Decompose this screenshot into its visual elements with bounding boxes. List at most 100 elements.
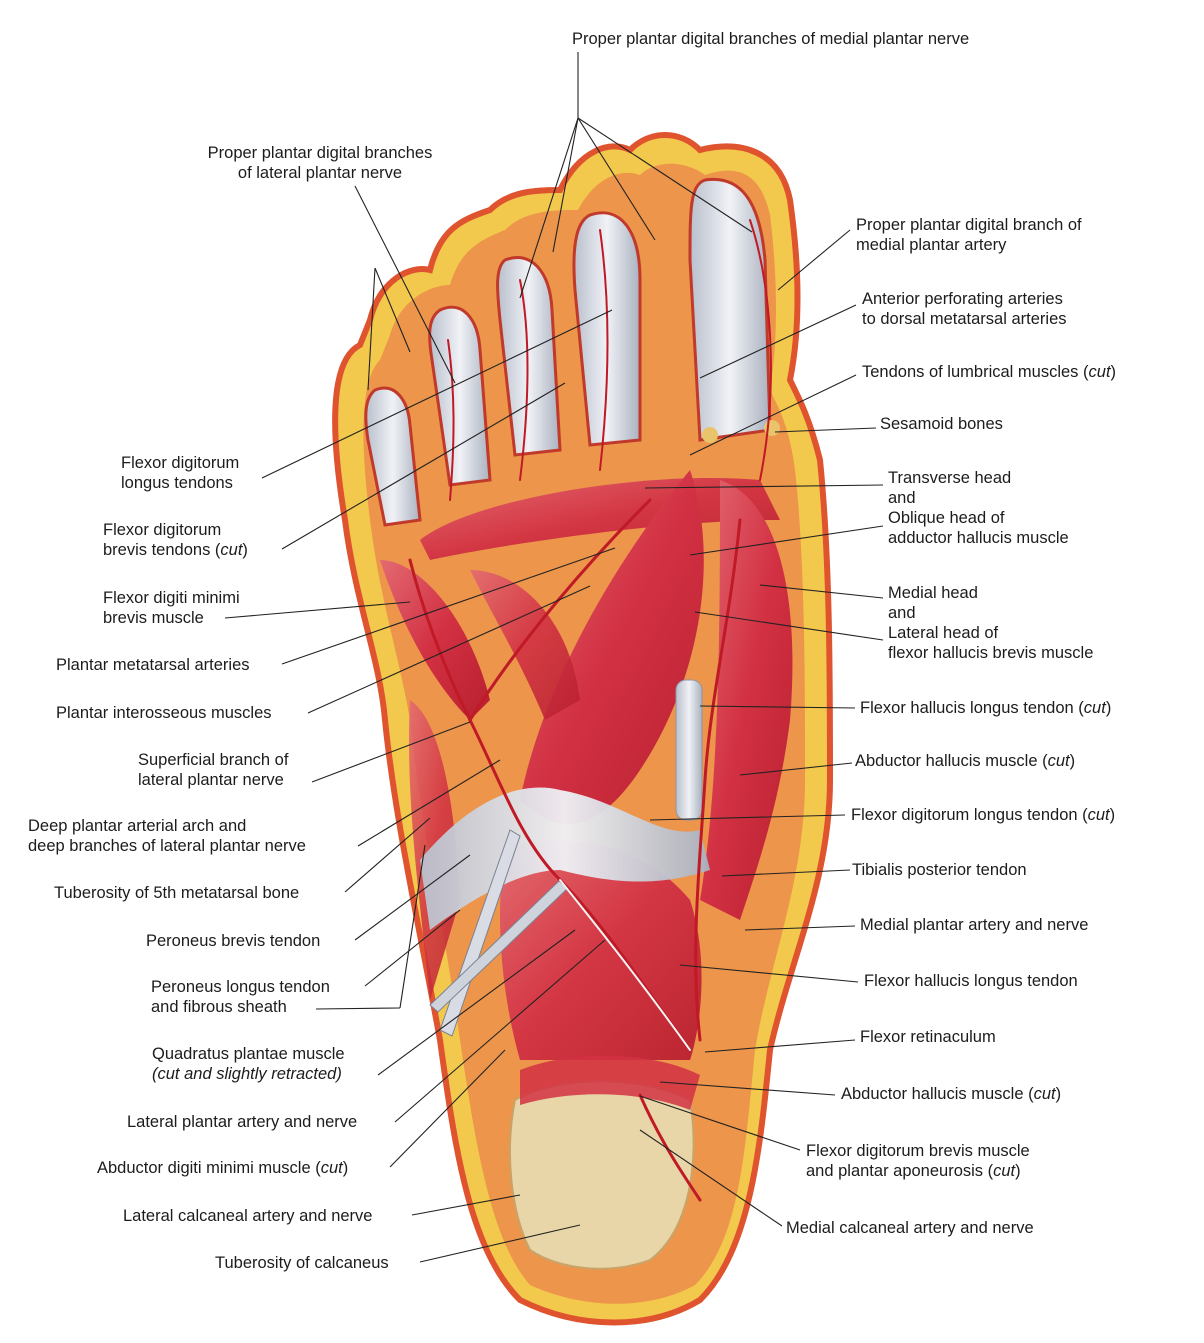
- label-line: Quadratus plantae muscle: [152, 1045, 345, 1063]
- label-line: Superficial branch of: [138, 751, 289, 769]
- label-proper-plantar-digital-lateral-nerve: Proper plantar digital branches of later…: [185, 143, 455, 183]
- label-line: Proper plantar digital branches of media…: [572, 30, 970, 48]
- label-line: to dorsal metatarsal arteries: [862, 310, 1067, 328]
- leader-lines: [224, 52, 884, 1263]
- label-text: ): [342, 1159, 349, 1177]
- label-medial-calcaneal: Medial calcaneal artery and nerve: [786, 1218, 1034, 1238]
- label-line: brevis muscle: [103, 609, 204, 627]
- label-adductor-hallucis: Transverse head and Oblique head of addu…: [888, 468, 1069, 548]
- label-line: Plantar interosseous muscles: [56, 704, 272, 722]
- label-peroneus-longus: Peroneus longus tendon and fibrous sheat…: [151, 977, 330, 1017]
- label-line: Sesamoid bones: [880, 415, 1003, 433]
- label-line: and: [888, 489, 916, 507]
- label-line: flexor hallucis brevis muscle: [888, 644, 1094, 662]
- label-line: Peroneus brevis tendon: [146, 932, 321, 950]
- label-line: Proper plantar digital branch of: [856, 216, 1082, 234]
- label-line: Lateral plantar artery and nerve: [127, 1113, 358, 1131]
- label-text: ): [1110, 363, 1117, 381]
- label-text: Abductor hallucis muscle (: [855, 752, 1048, 770]
- label-text: ): [1055, 1085, 1062, 1103]
- label-line: Peroneus longus tendon: [151, 978, 330, 996]
- label-italic: cut: [1087, 806, 1110, 824]
- label-line: Deep plantar arterial arch and: [28, 817, 247, 835]
- label-text: ): [1105, 699, 1112, 717]
- label-fdl-tendon-cut: Flexor digitorum longus tendon (cut): [851, 805, 1115, 825]
- label-fdb-tendons: Flexor digitorum brevis tendons (cut): [103, 520, 248, 560]
- label-italic: cut: [1047, 752, 1070, 770]
- label-abductor-hallucis-cut-upper: Abductor hallucis muscle (cut): [855, 751, 1075, 771]
- label-text: and plantar aponeurosis (: [806, 1162, 994, 1180]
- label-line: Medial calcaneal artery and nerve: [786, 1219, 1034, 1237]
- label-abductor-digiti-minimi: Abductor digiti minimi muscle (cut): [97, 1158, 348, 1178]
- label-line: longus tendons: [121, 474, 233, 492]
- label-line: Medial head: [888, 584, 978, 602]
- label-italic: cut: [1083, 699, 1106, 717]
- label-line: of lateral plantar nerve: [237, 164, 403, 182]
- label-line: Tuberosity of 5th metatarsal bone: [54, 884, 300, 902]
- label-anterior-perforating-arteries: Anterior perforating arteries to dorsal …: [862, 289, 1067, 329]
- label-italic: cut: [993, 1162, 1016, 1180]
- label-line: Tuberosity of calcaneus: [215, 1254, 389, 1272]
- label-line: Plantar metatarsal arteries: [56, 656, 250, 674]
- label-superficial-branch: Superficial branch of lateral plantar ne…: [138, 750, 288, 790]
- label-text: brevis tendons (: [103, 541, 221, 559]
- label-line: Medial plantar artery and nerve: [860, 916, 1089, 934]
- label-lateral-plantar: Lateral plantar artery and nerve: [127, 1112, 357, 1132]
- label-fdl-tendons: Flexor digitorum longus tendons: [121, 453, 239, 493]
- label-lumbrical-tendons: Tendons of lumbrical muscles (cut): [862, 362, 1116, 382]
- label-fdb-aponeurosis: Flexor digitorum brevis muscle and plant…: [806, 1141, 1030, 1181]
- label-line: Flexor retinaculum: [860, 1028, 996, 1046]
- label-deep-plantar-arch: Deep plantar arterial arch and deep bran…: [28, 816, 306, 856]
- label-sesamoid-bones: Sesamoid bones: [880, 414, 1003, 434]
- label-text: ): [1015, 1162, 1021, 1180]
- label-lateral-calcaneal: Lateral calcaneal artery and nerve: [123, 1206, 372, 1226]
- toe-bones: [364, 177, 780, 527]
- label-tuberosity-5th-metatarsal: Tuberosity of 5th metatarsal bone: [54, 883, 299, 903]
- label-text: Tendons of lumbrical muscles (: [862, 363, 1089, 381]
- label-line: and: [888, 604, 916, 622]
- label-abductor-hallucis-cut-lower: Abductor hallucis muscle (cut): [841, 1084, 1061, 1104]
- label-text: Abductor hallucis muscle (: [841, 1085, 1034, 1103]
- label-peroneus-brevis: Peroneus brevis tendon: [146, 931, 320, 951]
- label-line: lateral plantar nerve: [138, 771, 284, 789]
- vessels: [408, 219, 772, 1202]
- label-line: Transverse head: [888, 469, 1012, 487]
- label-italic: cut: [320, 1159, 343, 1177]
- label-text: Flexor hallucis longus tendon (: [860, 699, 1084, 717]
- label-tuberosity-calcaneus: Tuberosity of calcaneus: [215, 1253, 389, 1273]
- label-proper-plantar-digital-artery: Proper plantar digital branch of medial …: [856, 215, 1082, 255]
- label-line: Flexor digitorum: [103, 521, 222, 539]
- label-text: ): [242, 541, 248, 559]
- label-line: medial plantar artery: [856, 236, 1007, 254]
- label-flexor-retinaculum: Flexor retinaculum: [860, 1027, 996, 1047]
- label-line: deep branches of lateral plantar nerve: [28, 837, 306, 855]
- label-line: and fibrous sheath: [151, 998, 287, 1016]
- tendon-layer: [420, 679, 710, 1037]
- label-italic: (cut and slightly retracted): [152, 1065, 342, 1083]
- label-plantar-interosseous: Plantar interosseous muscles: [56, 703, 272, 723]
- heel: [509, 1055, 700, 1270]
- label-line: Oblique head of: [888, 509, 1005, 527]
- label-italic: cut: [1033, 1085, 1056, 1103]
- label-fdm-brevis: Flexor digiti minimi brevis muscle: [103, 588, 240, 628]
- label-fhl-tendon-cut: Flexor hallucis longus tendon (cut): [860, 698, 1111, 718]
- label-text: ): [1069, 752, 1076, 770]
- label-line: Flexor hallucis longus tendon: [864, 972, 1078, 990]
- label-flexor-hallucis-brevis-heads: Medial head and Lateral head of flexor h…: [888, 583, 1093, 663]
- label-tibialis-posterior: Tibialis posterior tendon: [852, 860, 1027, 880]
- label-italic: cut: [1088, 363, 1111, 381]
- label-line: Flexor digitorum: [121, 454, 240, 472]
- label-line: Flexor digitorum brevis muscle: [806, 1142, 1030, 1160]
- label-line: Tibialis posterior tendon: [852, 861, 1027, 879]
- label-italic: cut: [220, 541, 243, 559]
- label-plantar-metatarsal: Plantar metatarsal arteries: [56, 655, 250, 675]
- label-line: Anterior perforating arteries: [862, 290, 1063, 308]
- label-fhl-tendon: Flexor hallucis longus tendon: [864, 971, 1078, 991]
- label-text: Flexor digitorum longus tendon (: [851, 806, 1088, 824]
- label-line: Flexor digiti minimi: [103, 589, 240, 607]
- label-text: Abductor digiti minimi muscle (: [97, 1159, 321, 1177]
- label-proper-plantar-digital-medial-nerve: Proper plantar digital branches of media…: [572, 29, 969, 49]
- label-medial-plantar: Medial plantar artery and nerve: [860, 915, 1088, 935]
- label-line: adductor hallucis muscle: [888, 529, 1069, 547]
